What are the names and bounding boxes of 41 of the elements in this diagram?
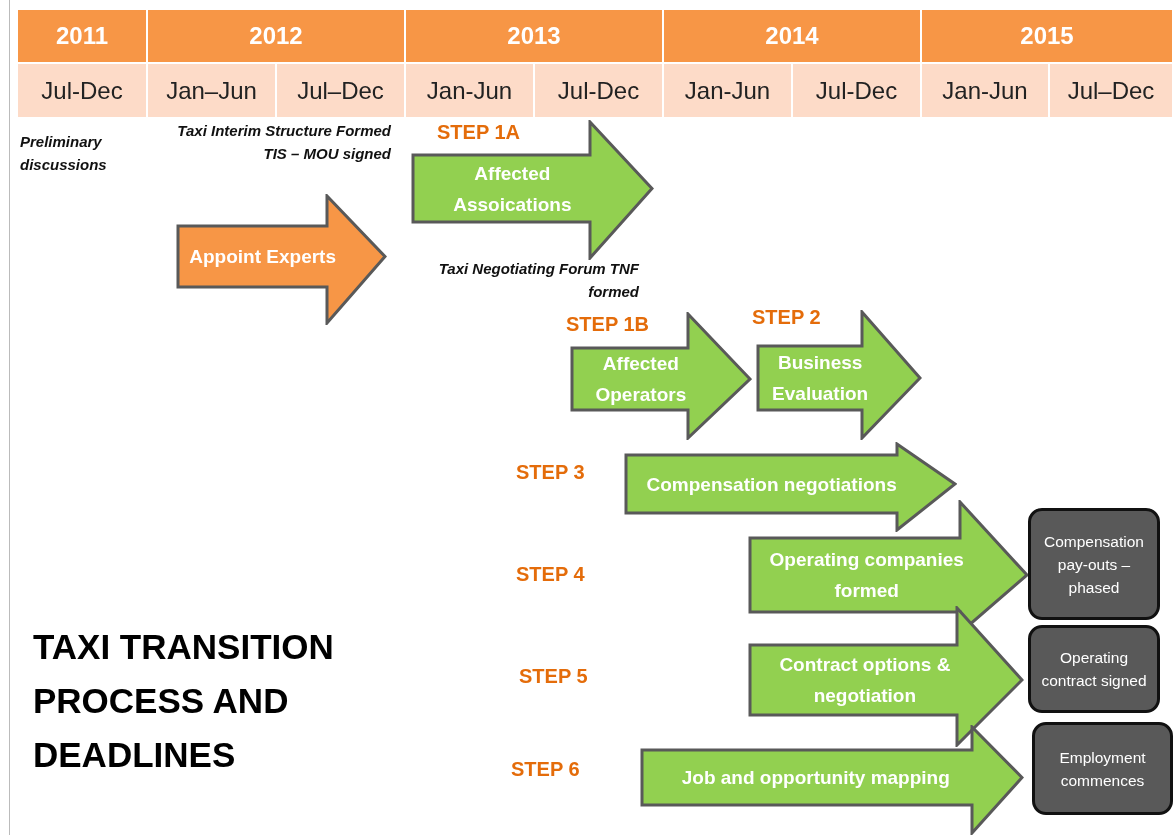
header-cell: Jan-Jun bbox=[664, 62, 793, 117]
arrow-shape bbox=[411, 120, 654, 260]
step-label: STEP 1B bbox=[566, 313, 649, 336]
step-label: STEP 5 bbox=[519, 665, 588, 688]
arrow-shape bbox=[624, 442, 957, 532]
step-label: STEP 1A bbox=[437, 121, 520, 144]
header-cell: Jul–Dec bbox=[277, 62, 406, 117]
header-cell: Jan-Jun bbox=[922, 62, 1050, 117]
header-cell: 2011 bbox=[18, 10, 148, 62]
header-cell: 2015 bbox=[922, 10, 1174, 62]
header-cell: Jan-Jun bbox=[406, 62, 535, 117]
arrow-label: Affected Assoications bbox=[452, 161, 573, 217]
step-label: STEP 3 bbox=[516, 461, 585, 484]
arrow-label: Business Evaluation bbox=[771, 351, 870, 406]
header-cell: Jul-Dec bbox=[535, 62, 664, 117]
milestone-box: Employment commences bbox=[1032, 722, 1173, 815]
title-text: TAXI TRANSITION PROCESS AND DEADLINES bbox=[33, 626, 335, 776]
arrow-label: Contract options & negotiation bbox=[778, 653, 952, 708]
arrow-label: Compensation negotiations bbox=[645, 472, 898, 497]
header-cell: 2013 bbox=[406, 10, 664, 62]
step-label: STEP 6 bbox=[511, 758, 580, 781]
milestone-box: Compensation pay-outs – phased bbox=[1028, 508, 1160, 620]
note-text: Taxi Interim Structure Formed TIS – MOU signed bbox=[176, 121, 391, 164]
arrow-label: Appoint Experts bbox=[188, 245, 337, 269]
arrow-label: Operating companies formed bbox=[768, 548, 965, 603]
arrow-label: Job and opportunity mapping bbox=[680, 766, 951, 790]
header-cell: 2012 bbox=[148, 10, 406, 62]
note-text: Taxi Negotiating Forum TNF formed bbox=[437, 259, 639, 302]
step-label: STEP 2 bbox=[752, 306, 821, 329]
arrow-shape bbox=[748, 606, 1024, 747]
header-cell: Jan–Jun bbox=[148, 62, 277, 117]
arrow-label: Affected Operators bbox=[594, 352, 688, 407]
note-text: Preliminary discussions bbox=[20, 132, 108, 175]
step-label: STEP 4 bbox=[516, 563, 585, 586]
header-cell: Jul-Dec bbox=[18, 62, 148, 117]
arrow-shape bbox=[176, 194, 387, 325]
header-cell: Jul-Dec bbox=[793, 62, 922, 117]
header-cell: Jul–Dec bbox=[1050, 62, 1174, 117]
milestone-box: Operating contract signed bbox=[1028, 625, 1160, 713]
arrow-shape bbox=[640, 725, 1024, 835]
header-cell: 2014 bbox=[664, 10, 922, 62]
